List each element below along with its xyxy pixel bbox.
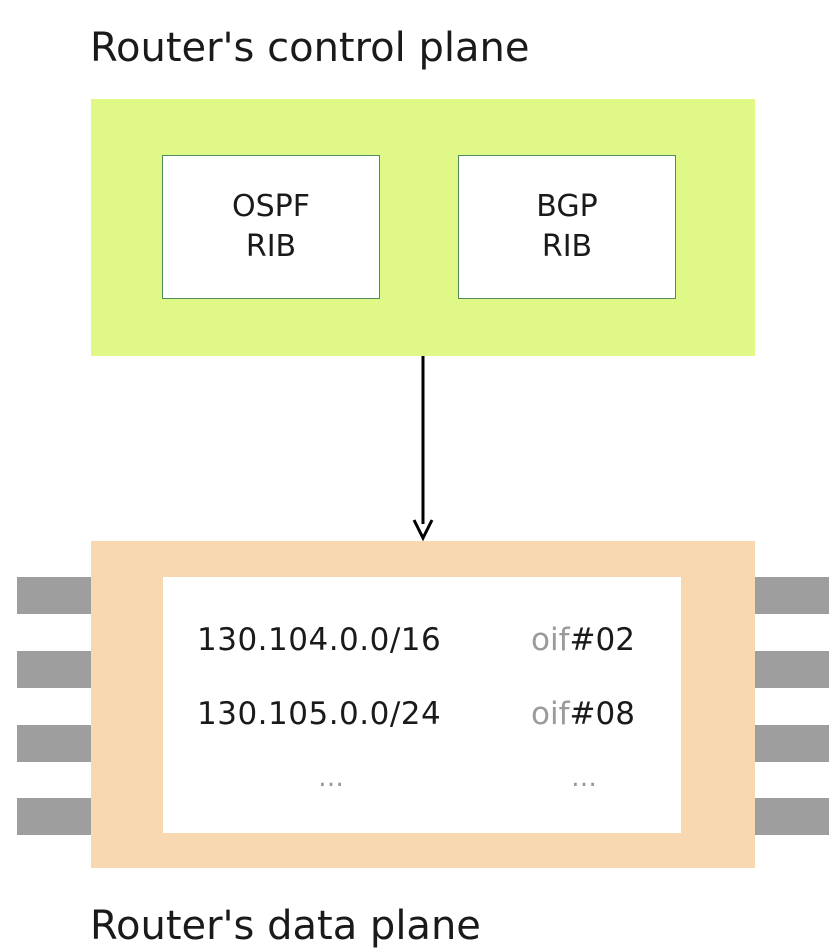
data-plane-box: 130.104.0.0/16 oif#02 130.105.0.0/24 oif…	[91, 541, 755, 868]
bgp-rib-box: BGP RIB	[458, 155, 676, 299]
ospf-rib-name: OSPF	[231, 189, 310, 224]
control-plane-title: Router's control plane	[90, 25, 530, 71]
bgp-rib-name: BGP	[536, 189, 598, 224]
prefix-ellipsis: …	[318, 763, 344, 793]
data-plane-title: Router's data plane	[90, 903, 481, 949]
ospf-rib-label: RIB	[245, 229, 297, 264]
oif-ellipsis: …	[571, 763, 597, 793]
left-port-4	[17, 798, 91, 835]
right-port-2	[755, 651, 829, 688]
fib-row-ellipsis: … …	[163, 755, 681, 801]
fib-prefix: 130.104.0.0/16	[197, 622, 442, 658]
control-plane-box: OSPF RIB BGP RIB	[91, 99, 755, 356]
left-port-1	[17, 577, 91, 614]
right-port-4	[755, 798, 829, 835]
arrow-head	[412, 519, 434, 542]
oif-number: #02	[569, 622, 635, 658]
fib-table: 130.104.0.0/16 oif#02 130.105.0.0/24 oif…	[163, 577, 681, 833]
ospf-rib-box: OSPF RIB	[162, 155, 380, 299]
right-port-3	[755, 725, 829, 762]
left-port-3	[17, 725, 91, 762]
bgp-rib-label: RIB	[541, 229, 593, 264]
oif-number: #08	[569, 696, 635, 732]
fib-oif: oif#08	[531, 691, 635, 737]
fib-row: 130.104.0.0/16 oif#02	[163, 617, 681, 663]
fib-prefix: 130.105.0.0/24	[197, 696, 442, 732]
fib-oif: oif#02	[531, 617, 635, 663]
left-port-2	[17, 651, 91, 688]
oif-label: oif	[531, 696, 570, 732]
right-port-1	[755, 577, 829, 614]
oif-label: oif	[531, 622, 570, 658]
fib-row: 130.105.0.0/24 oif#08	[163, 691, 681, 737]
